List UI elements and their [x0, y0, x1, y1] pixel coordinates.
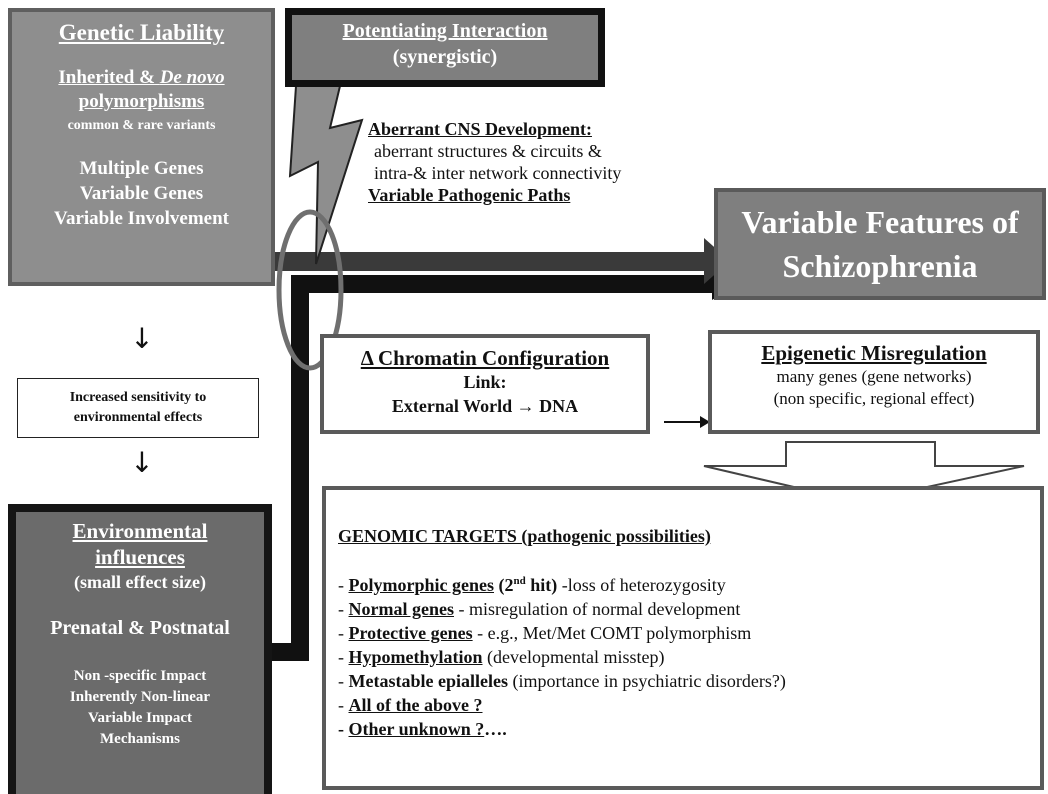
epigenetic-title: Epigenetic Misregulation [761, 341, 987, 365]
impact-line: Non -specific Impact [73, 668, 207, 684]
item-dash: - [338, 599, 349, 619]
item-dash: - [338, 623, 349, 643]
environmental-title-line1: Environmental [72, 519, 208, 543]
potentiating-subtitle: (synergistic) [392, 46, 498, 68]
effect-size-text: (small effect size) [74, 572, 206, 592]
item-dash: - [338, 575, 349, 595]
item-label: Normal genes [348, 599, 454, 619]
de-novo-text: De novo [159, 67, 225, 88]
item-qualifier-post: hit) [525, 575, 558, 595]
item-dash: - [338, 695, 349, 715]
environmental-influences-box: Environmental influences (small effect s… [8, 504, 272, 794]
genomic-target-item: - Protective genes - e.g., Met/Met COMT … [338, 621, 1040, 645]
lightning-bolt-icon [288, 85, 364, 265]
genomic-target-item: - All of the above ? [338, 693, 1040, 717]
aberrant-cns-text: Aberrant CNS Development: aberrant struc… [368, 118, 708, 206]
item-label: Other unknown ? [348, 719, 485, 739]
item-description: - e.g., Met/Met COMT polymorphism [472, 623, 752, 643]
aberrant-line: intra-& inter network connectivity [374, 163, 622, 183]
item-description: -loss of heterozygosity [557, 575, 726, 595]
down-arrow-icon: ↓ [130, 446, 154, 479]
variable-features-box: Variable Features of Schizophrenia [714, 188, 1046, 300]
genes-line: Variable Genes [79, 183, 204, 204]
item-label: Polymorphic genes [348, 575, 495, 595]
epigenetic-line2: (non specific, regional effect) [773, 389, 975, 408]
genetic-path [275, 252, 715, 271]
item-description: (importance in psychiatric disorders?) [507, 671, 786, 691]
sensitivity-line1: Increased sensitivity to [69, 390, 207, 405]
genomic-target-item: - Normal genes - misregulation of normal… [338, 597, 1040, 621]
aberrant-heading: Aberrant CNS Development: [368, 119, 592, 139]
variable-pathogenic-paths: Variable Pathogenic Paths [368, 185, 571, 205]
genes-line: Variable Involvement [53, 208, 230, 229]
chromatin-title: Δ Chromatin Configuration [360, 346, 610, 370]
item-ellipsis: …. [484, 719, 507, 739]
item-label: Protective genes [348, 623, 473, 643]
impact-line: Mechanisms [100, 731, 180, 747]
genomic-target-item: - Polymorphic genes (2nd hit) -loss of h… [338, 569, 1040, 597]
item-description: - misregulation of normal development [453, 599, 741, 619]
genomic-targets-box: GENOMIC TARGETS (pathogenic possibilitie… [322, 486, 1044, 790]
item-superscript: nd [513, 575, 526, 587]
genes-line: Multiple Genes [79, 158, 204, 179]
item-label: All of the above ? [348, 695, 483, 715]
chromatin-link: Link: [463, 372, 507, 392]
impact-line: Inherently Non-linear [69, 689, 211, 705]
genomic-target-item: - Other unknown ?…. [338, 717, 1040, 741]
item-qualifier-pre: (2 [494, 575, 514, 595]
item-label: Hypomethylation [348, 647, 483, 667]
potentiating-title: Potentiating Interaction [342, 20, 548, 42]
impact-line: Variable Impact [87, 710, 193, 726]
genomic-targets-title: GENOMIC TARGETS (pathogenic possibilitie… [338, 526, 711, 546]
inherited-polymorphisms: Inherited & De novo polymorphisms [12, 66, 271, 114]
down-arrow-icon: ↓ [130, 322, 154, 355]
sensitivity-line2: environmental effects [73, 410, 203, 425]
item-label: Metastable epialleles [348, 671, 508, 691]
potentiating-interaction-box: Potentiating Interaction (synergistic) [285, 8, 605, 87]
inherited-prefix: Inherited & [58, 67, 160, 88]
epigenetic-misregulation-box: Epigenetic Misregulation many genes (gen… [708, 330, 1040, 434]
variable-features-line1: Variable Features of [741, 204, 1019, 240]
genetic-liability-box: Genetic Liability Inherited & De novo po… [8, 8, 275, 286]
item-description: (developmental misstep) [482, 647, 665, 667]
item-dash: - [338, 647, 349, 667]
environmental-title-line2: influences [95, 545, 185, 569]
item-dash: - [338, 671, 349, 691]
epigenetic-line1: many genes (gene networks) [776, 367, 972, 386]
external-world-dna: External World → DNA [391, 396, 579, 416]
environmental-title: Environmental influences [16, 518, 264, 570]
prenatal-postnatal-text: Prenatal & Postnatal [50, 617, 230, 639]
aberrant-line: aberrant structures & circuits & [374, 141, 602, 161]
genetic-liability-title: Genetic Liability [58, 20, 225, 45]
genomic-target-item: - Metastable epialleles (importance in p… [338, 669, 1040, 693]
polymorphisms-text: polymorphisms [78, 91, 205, 112]
chromatin-configuration-box: Δ Chromatin Configuration Link: External… [320, 334, 650, 434]
item-dash: - [338, 719, 349, 739]
increased-sensitivity-box: Increased sensitivity to environmental e… [17, 378, 259, 438]
variable-features-line2: Schizophrenia [782, 248, 978, 284]
genomic-target-item: - Hypomethylation (developmental misstep… [338, 645, 1040, 669]
variants-text: common & rare variants [67, 118, 216, 133]
